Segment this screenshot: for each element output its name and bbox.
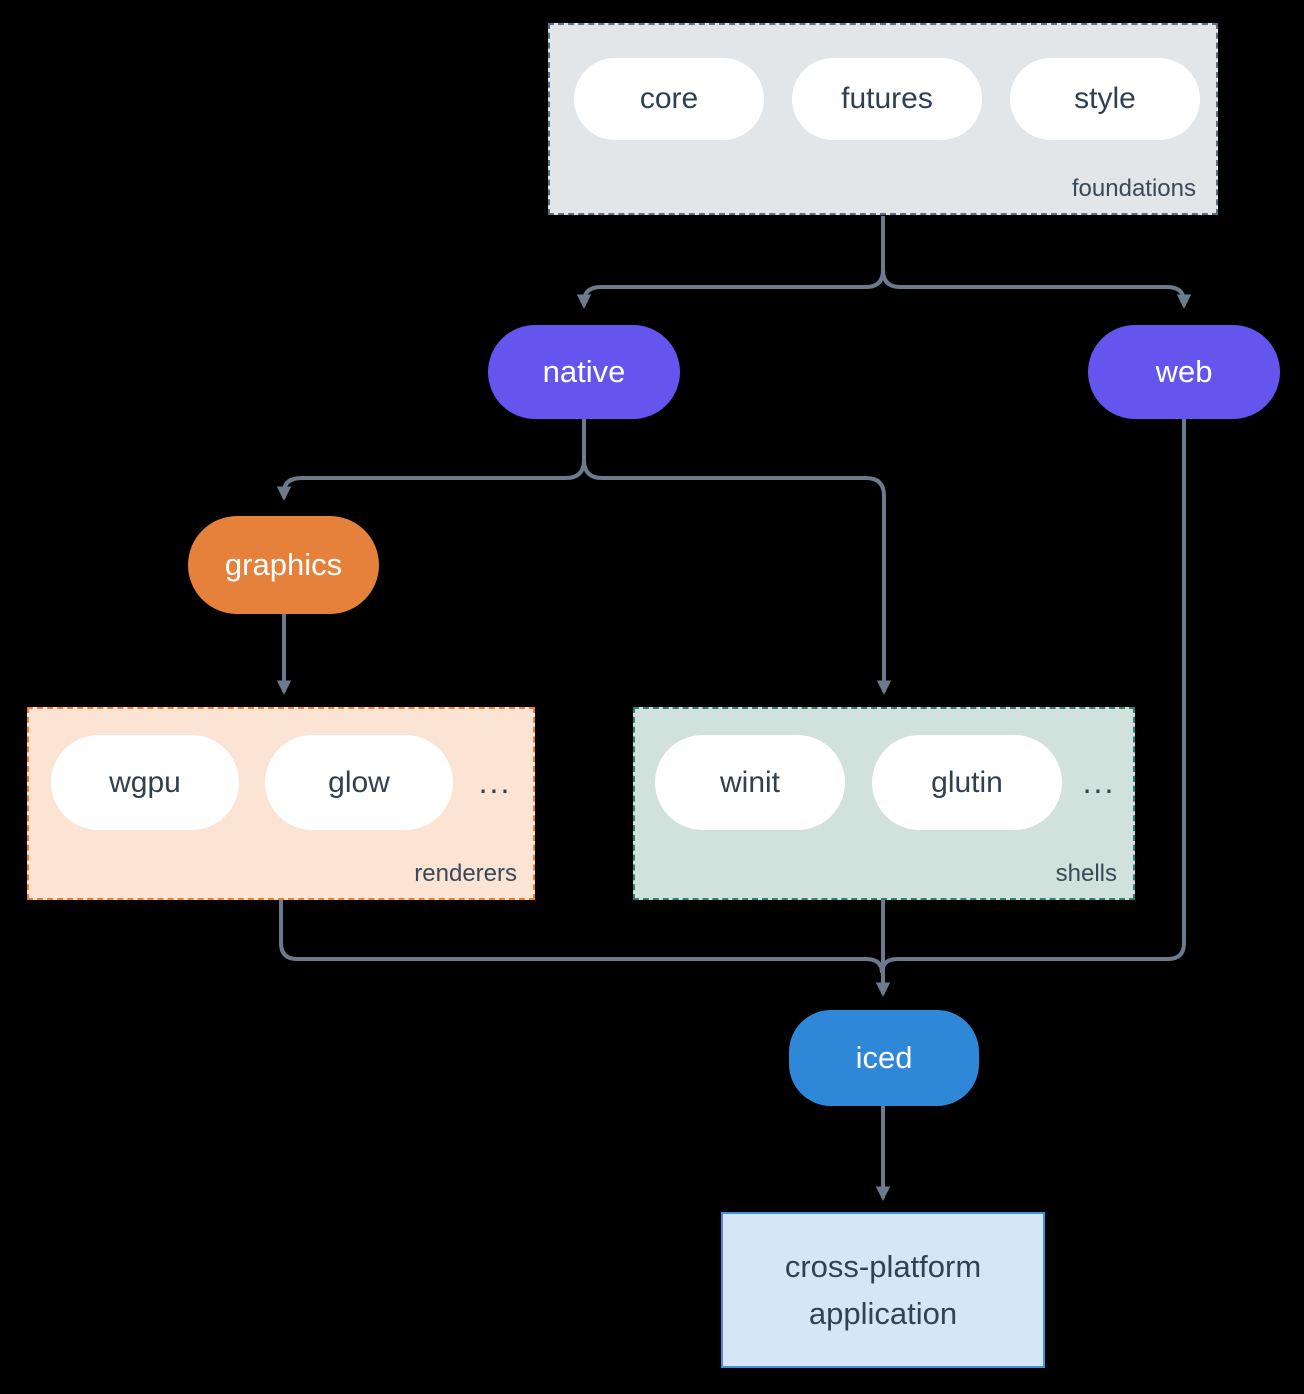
application-label-line2: application bbox=[808, 1296, 958, 1331]
pill-glow: glow bbox=[265, 735, 453, 830]
pill-wgpu: wgpu bbox=[51, 735, 239, 830]
node-native: native bbox=[488, 325, 680, 419]
foundations-group-label: foundations bbox=[1071, 175, 1196, 202]
shells-group: winit glutin ... shells bbox=[633, 707, 1135, 900]
connector-foundations-to-native bbox=[576, 269, 885, 309]
connector-native-to-shells bbox=[582, 459, 892, 695]
connector-native-to-graphics bbox=[276, 459, 586, 501]
shells-group-label: shells bbox=[1055, 860, 1117, 887]
node-web: web bbox=[1088, 325, 1280, 419]
pill-core: core bbox=[574, 58, 764, 140]
node-iced: iced bbox=[789, 1010, 979, 1106]
pill-futures: futures bbox=[792, 58, 982, 140]
renderers-group-label: renderers bbox=[414, 860, 517, 887]
connector-foundations-to-web bbox=[881, 269, 1192, 309]
shells-ellipsis: ... bbox=[1082, 764, 1116, 800]
application-label-line1: cross-platform bbox=[784, 1249, 982, 1284]
pill-winit: winit bbox=[655, 735, 845, 830]
foundations-group: core futures style foundations bbox=[548, 23, 1218, 215]
renderers-group: wgpu glow ... renderers bbox=[27, 707, 535, 900]
node-graphics: graphics bbox=[188, 516, 379, 614]
pill-style: style bbox=[1010, 58, 1200, 140]
renderers-ellipsis: ... bbox=[478, 764, 512, 800]
connector-renderers-to-merge bbox=[279, 900, 884, 974]
pill-glutin: glutin bbox=[872, 735, 1062, 830]
application-box: cross-platform application bbox=[721, 1212, 1045, 1368]
